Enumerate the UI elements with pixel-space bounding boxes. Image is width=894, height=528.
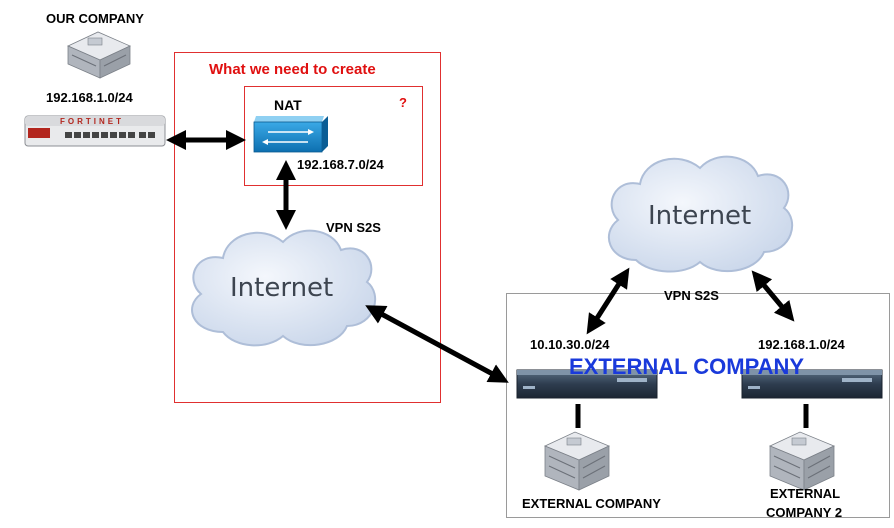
external-company-2-label-line1: EXTERNAL: [770, 486, 841, 501]
external-company-1-label: EXTERNAL COMPANY: [522, 496, 661, 511]
building-icon: [544, 431, 610, 491]
building-icon: [769, 431, 835, 491]
create-region-title: What we need to create: [209, 61, 376, 78]
fortinet-brand: FORTINET: [60, 117, 124, 126]
double-arrow-icon: [586, 267, 630, 335]
cloud-icon: [607, 155, 794, 273]
our-company-label: OUR COMPANY: [46, 11, 144, 26]
ext-subnet-2-label: 192.168.1.0/24: [758, 337, 845, 352]
create-region: [174, 52, 441, 403]
nat-label: NAT: [274, 97, 302, 113]
external-company-title: EXTERNAL COMPANY: [569, 354, 805, 379]
external-company-2-label-line2: COMPANY 2: [766, 505, 843, 520]
fortinet-firewall-icon: [24, 115, 166, 147]
nat-subnet-label: 192.168.7.0/24: [297, 157, 384, 172]
internet-label-left: Internet: [230, 273, 334, 303]
firewall-appliance-icon: [741, 369, 883, 399]
firewall-appliance-icon: [516, 369, 658, 399]
our-subnet-label: 192.168.1.0/24: [46, 90, 133, 105]
vpn-label-left: VPN S2S: [326, 220, 381, 235]
double-arrow-icon: [365, 305, 509, 383]
internet-label-right: Internet: [648, 201, 752, 231]
vpn-label-right: VPN S2S: [664, 288, 719, 303]
question-mark: ?: [399, 95, 407, 110]
double-arrow-icon: [751, 270, 795, 322]
cloud-icon: [191, 229, 377, 347]
building-icon: [67, 31, 131, 79]
nat-router-icon: [253, 116, 328, 153]
ext-subnet-1-label: 10.10.30.0/24: [530, 337, 610, 352]
